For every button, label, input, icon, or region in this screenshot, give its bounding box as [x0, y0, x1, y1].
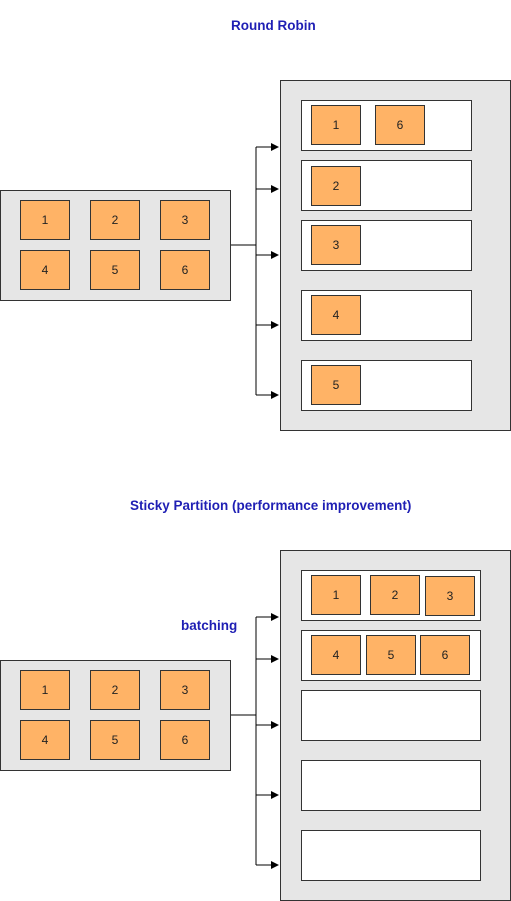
sticky-partition-message: 6	[420, 635, 470, 675]
rr-source-message: 6	[160, 250, 210, 290]
sticky-partition	[301, 830, 481, 881]
sticky-source-message: 6	[160, 720, 210, 760]
sticky-partition	[301, 760, 481, 811]
sticky-partition-message: 2	[370, 575, 420, 615]
rr-source-message: 2	[90, 200, 140, 240]
rr-partition-message: 3	[311, 225, 361, 265]
rr-partition-message: 2	[311, 166, 361, 206]
sticky-source-message: 4	[20, 720, 70, 760]
rr-source-message: 4	[20, 250, 70, 290]
sticky-partition	[301, 690, 481, 741]
rr-source-message: 3	[160, 200, 210, 240]
rr-partition-message: 1	[311, 105, 361, 145]
round-robin-title: Round Robin	[231, 18, 316, 33]
rr-partition-message: 5	[311, 365, 361, 405]
rr-partition-message: 6	[375, 105, 425, 145]
rr-partition-message: 4	[311, 295, 361, 335]
batching-label: batching	[181, 618, 238, 633]
rr-source-message: 1	[20, 200, 70, 240]
rr-source-message: 5	[90, 250, 140, 290]
sticky-partition-title: Sticky Partition (performance improvemen…	[130, 498, 412, 513]
sticky-partition-message: 3	[425, 576, 475, 616]
sticky-partition-message: 4	[311, 635, 361, 675]
sticky-source-message: 5	[90, 720, 140, 760]
sticky-partition-message: 5	[366, 635, 416, 675]
sticky-source-message: 1	[20, 670, 70, 710]
sticky-source-message: 2	[90, 670, 140, 710]
sticky-source-message: 3	[160, 670, 210, 710]
sticky-partition-message: 1	[311, 575, 361, 615]
